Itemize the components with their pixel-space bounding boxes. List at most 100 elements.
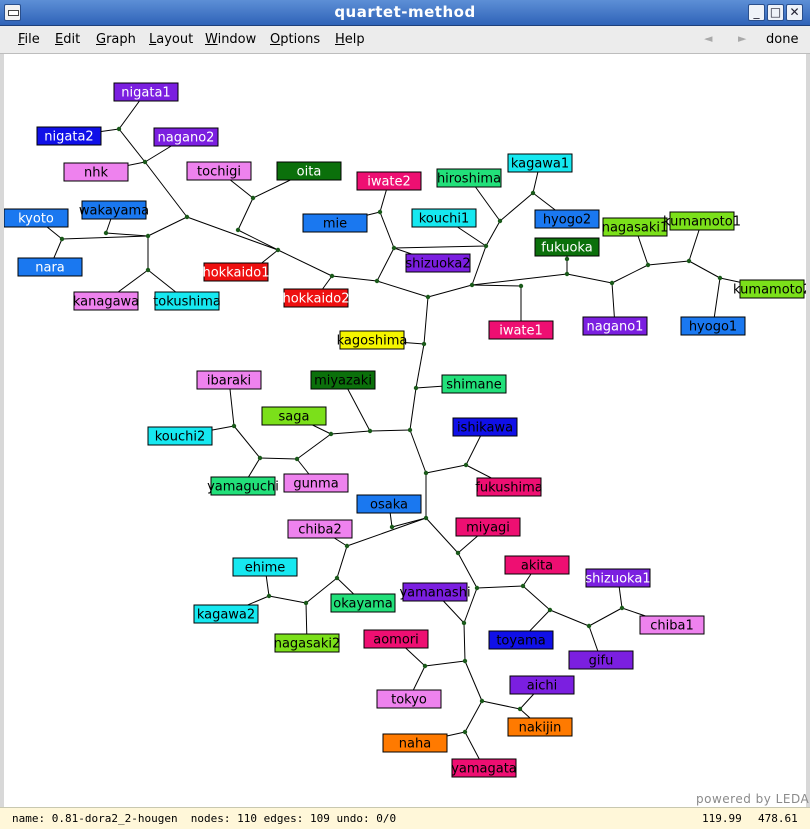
leaf-node-shizuoka1[interactable]: shizuoka1 <box>585 568 651 588</box>
leaf-node-kagoshima[interactable]: kagoshima <box>337 330 408 350</box>
internal-node[interactable] <box>391 245 397 251</box>
leaf-node-aomori[interactable]: aomori <box>363 629 429 649</box>
internal-node[interactable] <box>250 195 256 201</box>
leaf-node-box[interactable] <box>507 717 573 737</box>
leaf-node-box[interactable] <box>382 733 448 753</box>
internal-node[interactable] <box>483 243 489 249</box>
leaf-node-yamagata[interactable]: yamagata <box>451 758 517 778</box>
internal-node[interactable] <box>474 585 480 591</box>
leaf-node-nagasaki1[interactable]: nagasaki1 <box>602 217 669 237</box>
internal-node[interactable] <box>517 706 523 712</box>
leaf-node-chiba1[interactable]: chiba1 <box>639 615 705 635</box>
leaf-node-box[interactable] <box>276 161 342 181</box>
leaf-node-box[interactable] <box>534 237 600 257</box>
leaf-node-box[interactable] <box>441 374 507 394</box>
leaf-node-toyama[interactable]: toyama <box>488 630 554 650</box>
internal-node[interactable] <box>389 524 395 530</box>
leaf-node-shimane[interactable]: shimane <box>441 374 507 394</box>
leaf-node-box[interactable] <box>488 630 554 650</box>
internal-node[interactable] <box>266 593 272 599</box>
leaf-node-fukuoka[interactable]: fukuoka <box>534 237 600 257</box>
leaf-node-nhk[interactable]: nhk <box>63 162 129 182</box>
leaf-node-shizuoka2[interactable]: shizuoka2 <box>405 253 471 273</box>
leaf-node-box[interactable] <box>363 629 429 649</box>
leaf-node-box[interactable] <box>261 406 327 426</box>
close-button[interactable]: ✕ <box>786 4 803 21</box>
leaf-node-box[interactable] <box>639 615 705 635</box>
internal-node[interactable] <box>303 600 309 606</box>
leaf-node-box[interactable] <box>153 127 219 147</box>
leaf-node-kumamoto2[interactable]: kumamoto2 <box>733 279 810 299</box>
leaf-node-box[interactable] <box>356 494 422 514</box>
internal-node[interactable] <box>145 233 151 239</box>
leaf-node-naha[interactable]: naha <box>382 733 448 753</box>
leaf-node-wakayama[interactable]: wakayama <box>79 200 149 220</box>
internal-node[interactable] <box>463 462 469 468</box>
internal-node[interactable] <box>407 427 413 433</box>
minimize-button[interactable]: _ <box>748 4 765 21</box>
internal-node[interactable] <box>421 341 427 347</box>
leaf-node-box[interactable] <box>680 316 746 336</box>
leaf-node-box[interactable] <box>154 291 220 311</box>
internal-node[interactable] <box>142 159 148 165</box>
leaf-node-box[interactable] <box>193 604 259 624</box>
internal-node[interactable] <box>413 385 419 391</box>
leaf-node-kyoto[interactable]: kyoto <box>3 208 69 228</box>
leaf-node-hyogo2[interactable]: hyogo2 <box>534 209 600 229</box>
leaf-node-gunma[interactable]: gunma <box>283 473 349 493</box>
internal-node[interactable] <box>520 583 526 589</box>
leaf-node-yamaguchi[interactable]: yamaguchi <box>207 476 279 496</box>
internal-node[interactable] <box>686 258 692 264</box>
leaf-node-box[interactable] <box>669 211 735 231</box>
leaf-node-mie[interactable]: mie <box>302 213 368 233</box>
internal-node[interactable] <box>479 698 485 704</box>
leaf-node-chiba2[interactable]: chiba2 <box>287 519 353 539</box>
internal-node[interactable] <box>235 227 241 233</box>
leaf-node-kouchi2[interactable]: kouchi2 <box>147 426 213 446</box>
maximize-button[interactable]: □ <box>767 4 784 21</box>
menu-file[interactable]: File <box>18 32 40 47</box>
internal-node[interactable] <box>586 623 592 629</box>
internal-node[interactable] <box>328 431 334 437</box>
internal-node[interactable] <box>619 605 625 611</box>
internal-node[interactable] <box>564 256 570 262</box>
leaf-node-nagano2[interactable]: nagano2 <box>153 127 219 147</box>
internal-node[interactable] <box>425 294 431 300</box>
internal-node[interactable] <box>530 190 536 196</box>
leaf-node-box[interactable] <box>17 257 83 277</box>
leaf-node-box[interactable] <box>36 126 102 146</box>
leaf-node-osaka[interactable]: osaka <box>356 494 422 514</box>
done-button[interactable]: done <box>766 32 799 47</box>
leaf-node-tochigi[interactable]: tochigi <box>186 161 252 181</box>
leaf-node-fukushima[interactable]: fukushima <box>475 477 543 497</box>
leaf-node-box[interactable] <box>602 217 668 237</box>
leaf-node-nagasaki2[interactable]: nagasaki2 <box>274 633 341 653</box>
forward-arrow-icon[interactable]: ► <box>738 32 747 45</box>
leaf-node-box[interactable] <box>232 557 298 577</box>
leaf-node-miyazaki[interactable]: miyazaki <box>310 370 376 390</box>
leaf-node-miyagi[interactable]: miyagi <box>455 517 521 537</box>
internal-node[interactable] <box>547 607 553 613</box>
leaf-node-box[interactable] <box>451 758 517 778</box>
internal-node[interactable] <box>367 428 373 434</box>
internal-node[interactable] <box>116 126 122 132</box>
internal-node[interactable] <box>469 282 475 288</box>
leaf-node-box[interactable] <box>405 253 471 273</box>
leaf-node-kumamoto1[interactable]: kumamoto1 <box>663 211 741 231</box>
leaf-node-hokkaido2[interactable]: hokkaido2 <box>282 288 350 308</box>
leaf-node-saga[interactable]: saga <box>261 406 327 426</box>
leaf-node-box[interactable] <box>302 213 368 233</box>
leaf-node-ehime[interactable]: ehime <box>232 557 298 577</box>
leaf-node-kagawa2[interactable]: kagawa2 <box>193 604 259 624</box>
leaf-node-kagawa1[interactable]: kagawa1 <box>507 153 573 173</box>
leaf-node-box[interactable] <box>376 689 442 709</box>
menu-edit[interactable]: Edit <box>55 32 81 47</box>
leaf-node-aichi[interactable]: aichi <box>509 675 575 695</box>
internal-node[interactable] <box>344 543 350 549</box>
menu-graph[interactable]: Graph <box>96 32 136 47</box>
internal-node[interactable] <box>145 267 151 273</box>
leaf-node-box[interactable] <box>283 473 349 493</box>
internal-node[interactable] <box>329 273 335 279</box>
